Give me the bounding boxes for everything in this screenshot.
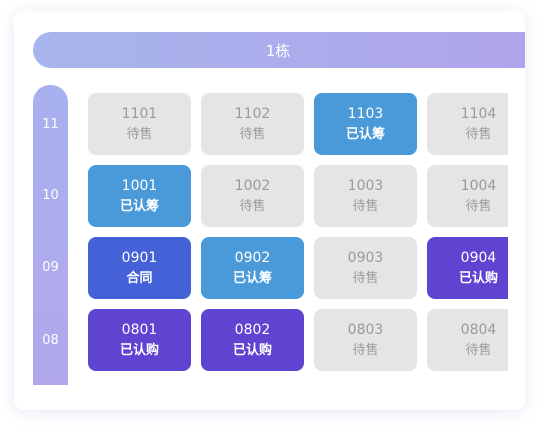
building-label: 1栋: [265, 41, 291, 60]
unit-0803[interactable]: 0803 待售: [314, 309, 417, 371]
unit-0804[interactable]: 0804 待售: [427, 309, 508, 371]
unit-1101[interactable]: 1101 待售: [88, 93, 191, 155]
unit-status: 已认筹: [119, 198, 159, 214]
unit-number: 1002: [234, 177, 271, 194]
unit-1104[interactable]: 1104 待售: [427, 93, 508, 155]
unit-number: 1101: [121, 105, 158, 122]
unit-0901[interactable]: 0901 合同: [88, 237, 191, 299]
unit-status: 待售: [352, 342, 379, 358]
unit-1103[interactable]: 1103 已认筹: [314, 93, 417, 155]
unit-number: 1103: [347, 105, 384, 122]
floor-label-08: 08: [42, 333, 59, 348]
unit-status: 已认筹: [232, 270, 272, 286]
unit-number: 1104: [460, 105, 497, 122]
unit-status: 待售: [465, 126, 492, 142]
building-card: 1栋 11 10 09 08 1101 待售 1102 待售 1103 已认筹 …: [14, 11, 525, 410]
floor-label-11: 11: [42, 117, 59, 132]
unit-status: 已认筹: [345, 126, 385, 142]
floor-label-10: 10: [42, 188, 59, 203]
unit-status: 待售: [239, 126, 266, 142]
unit-status: 待售: [465, 342, 492, 358]
unit-status: 合同: [126, 270, 153, 286]
unit-0904[interactable]: 0904 已认购: [427, 237, 508, 299]
unit-number: 0903: [347, 249, 384, 266]
unit-status: 待售: [352, 270, 379, 286]
unit-status: 已认购: [119, 342, 159, 358]
unit-number: 1004: [460, 177, 497, 194]
unit-0903[interactable]: 0903 待售: [314, 237, 417, 299]
unit-status: 已认购: [458, 270, 498, 286]
unit-number: 0901: [121, 249, 158, 266]
unit-status: 待售: [352, 198, 379, 214]
unit-1002[interactable]: 1002 待售: [201, 165, 304, 227]
floor-rail: 11 10 09 08: [33, 85, 68, 385]
unit-0801[interactable]: 0801 已认购: [88, 309, 191, 371]
unit-number: 0801: [121, 321, 158, 338]
unit-1003[interactable]: 1003 待售: [314, 165, 417, 227]
unit-number: 0804: [460, 321, 497, 338]
unit-1004[interactable]: 1004 待售: [427, 165, 508, 227]
unit-number: 1102: [234, 105, 271, 122]
unit-number: 1001: [121, 177, 158, 194]
unit-1001[interactable]: 1001 已认筹: [88, 165, 191, 227]
unit-status: 待售: [239, 198, 266, 214]
unit-number: 0902: [234, 249, 271, 266]
unit-status: 待售: [126, 126, 153, 142]
floor-label-09: 09: [42, 260, 59, 275]
unit-0902[interactable]: 0902 已认筹: [201, 237, 304, 299]
unit-status: 待售: [465, 198, 492, 214]
unit-number: 0803: [347, 321, 384, 338]
unit-grid: 1101 待售 1102 待售 1103 已认筹 1104 待售 1001 已认…: [88, 93, 508, 375]
unit-status: 已认购: [232, 342, 272, 358]
building-header[interactable]: 1栋: [33, 32, 525, 68]
unit-number: 1003: [347, 177, 384, 194]
unit-number: 0802: [234, 321, 271, 338]
unit-0802[interactable]: 0802 已认购: [201, 309, 304, 371]
unit-number: 0904: [460, 249, 497, 266]
unit-1102[interactable]: 1102 待售: [201, 93, 304, 155]
